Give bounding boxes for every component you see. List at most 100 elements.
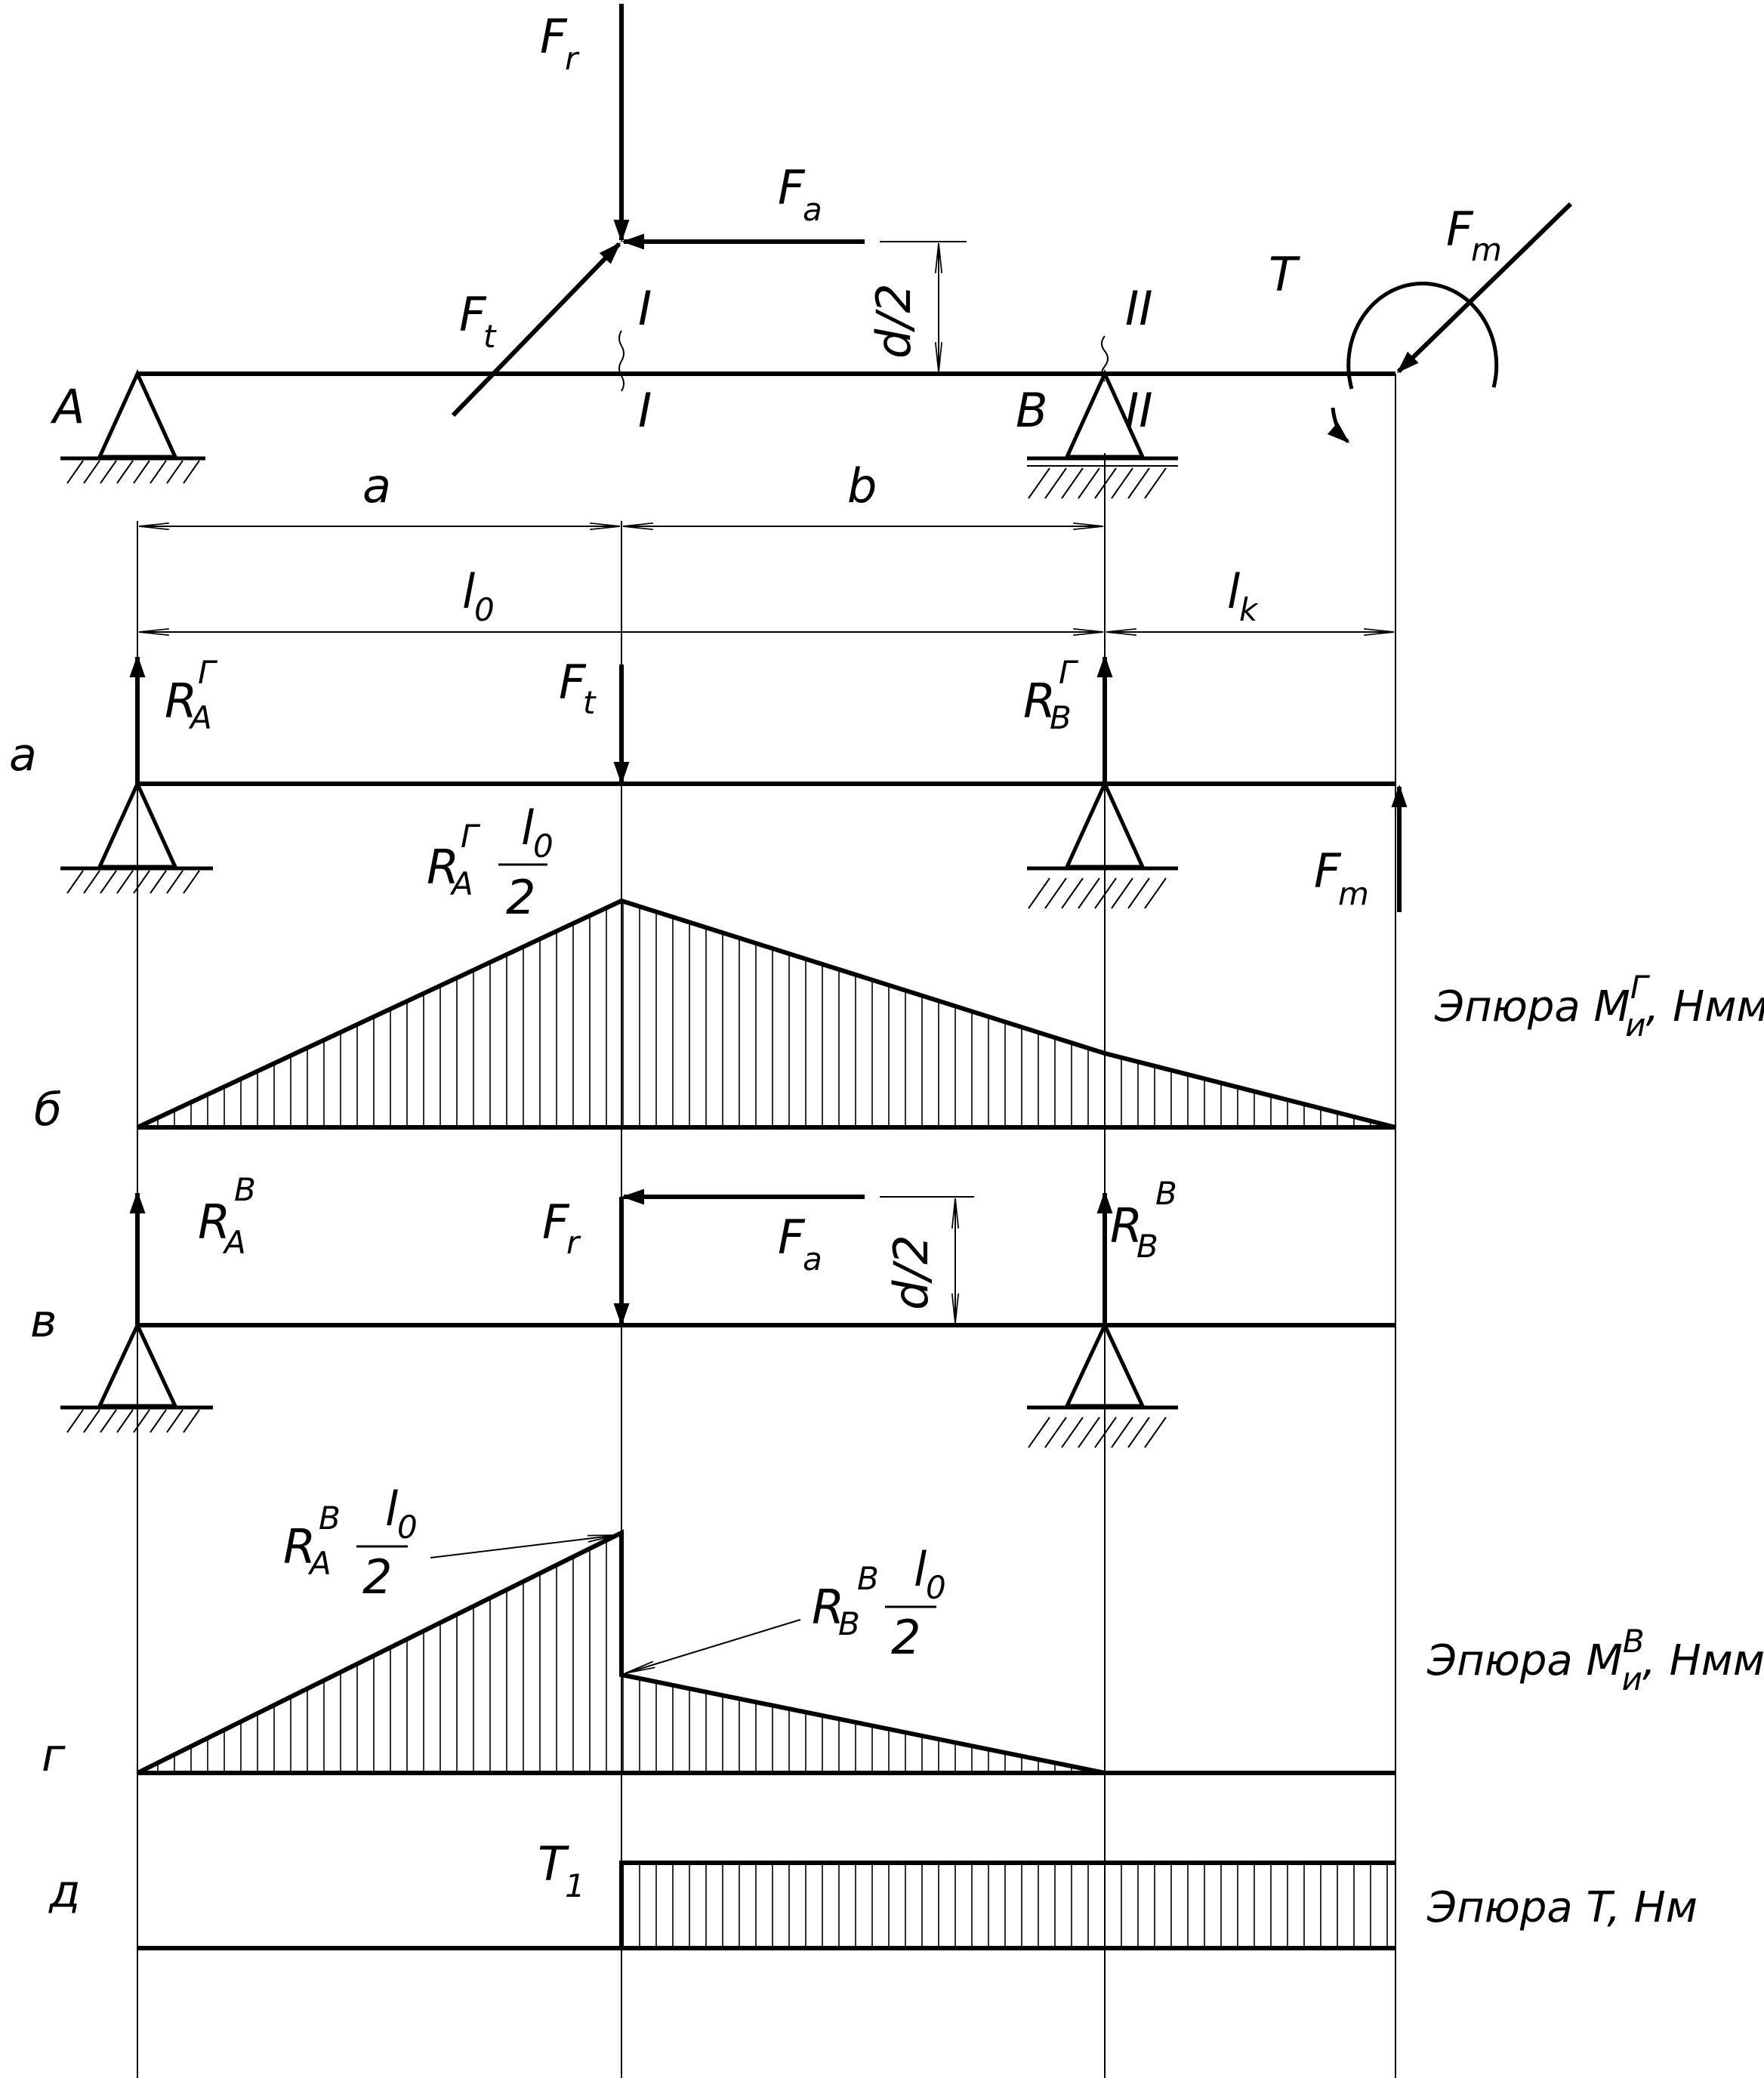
hatch-stroke — [66, 1409, 84, 1433]
label-t1-sub: 1 — [565, 1867, 585, 1904]
note-gb-num: l — [914, 1542, 927, 1597]
label-fm-sub: m — [1471, 231, 1502, 268]
hatch-stroke — [1144, 467, 1167, 499]
note-a-r-sup: Г — [461, 818, 481, 855]
note-gb-sub: B — [838, 1605, 860, 1642]
label-rb-v: R — [1110, 1198, 1143, 1253]
hatch-stroke — [150, 1409, 167, 1433]
panel-v — [60, 1189, 1395, 1410]
caption-d: Эпюра T, Нм — [1426, 1883, 1698, 1932]
support-b-icon — [1027, 368, 1178, 467]
support-b3-hatch — [1028, 1417, 1167, 1448]
hatch-stroke — [1111, 467, 1133, 499]
support-a2-hatch — [66, 870, 200, 894]
note-gb-num-sub: 0 — [926, 1569, 946, 1606]
label-rb-v-sup: В — [1155, 1175, 1177, 1212]
hatch-stroke — [83, 870, 100, 894]
panel-g-moment-diagram — [136, 1529, 1395, 1775]
hatch-stroke — [133, 460, 150, 484]
hatch-stroke — [166, 1409, 183, 1433]
hatch-stroke — [183, 870, 200, 894]
label-rb-h-sup: Г — [1059, 654, 1079, 691]
force-ft-arrow — [451, 242, 621, 418]
label-ra-h-sub: A — [188, 699, 212, 736]
label-dim-lk: l — [1227, 564, 1240, 619]
hatch-stroke — [166, 870, 183, 894]
shaft-scheme — [60, 4, 1573, 499]
label-rb-h-sub: B — [1050, 699, 1072, 736]
panel-tag-g: г — [42, 1729, 66, 1782]
note-a-den: 2 — [506, 870, 535, 925]
support-b-hatch — [1028, 467, 1167, 499]
hatch-stroke — [1061, 1417, 1084, 1448]
hatch-stroke — [1028, 1417, 1050, 1448]
label-ra-v-sub: A — [222, 1224, 246, 1261]
hatch-stroke — [1078, 1417, 1100, 1448]
hatch-stroke — [1094, 877, 1117, 909]
hatch-stroke — [133, 870, 150, 894]
note-a-r-sub: A — [449, 865, 473, 902]
hatch-stroke — [1094, 1417, 1117, 1448]
leader-a — [430, 1535, 618, 1558]
note-a-r: R — [427, 840, 459, 895]
note-ga-sup: В — [319, 1500, 341, 1537]
panel-tag-d: д — [48, 1865, 80, 1918]
label-fm-a-sub: m — [1338, 875, 1369, 912]
hatch-stroke — [1044, 877, 1067, 909]
hatch-stroke — [100, 460, 117, 484]
label-t1: T — [538, 1836, 569, 1891]
note-gb-r: R — [812, 1580, 844, 1635]
hatch-stroke — [1044, 467, 1067, 499]
label-torque-t: T — [1269, 247, 1300, 302]
note-ga-r: R — [283, 1519, 316, 1574]
label-ra-v: R — [198, 1195, 230, 1250]
note-a-num: l — [521, 800, 534, 856]
label-section-i-top: I — [638, 281, 652, 336]
label-fr-sub: r — [565, 40, 580, 77]
label-dim-a: a — [362, 458, 391, 513]
panel-b-moment-diagram — [136, 898, 1396, 1130]
label-fa: F — [778, 160, 806, 215]
hatch-stroke — [1094, 467, 1117, 499]
label-rb-h: R — [1023, 674, 1056, 729]
hatch-stroke — [1028, 877, 1050, 909]
note-ga-num-sub: 0 — [397, 1509, 418, 1546]
panel-tag-v: в — [30, 1295, 57, 1348]
note-ga-sub: A — [307, 1545, 332, 1582]
hatch-stroke — [1127, 1417, 1150, 1448]
hatch-stroke — [100, 870, 117, 894]
hatch-stroke — [1078, 877, 1100, 909]
hatch-stroke — [1028, 467, 1050, 499]
label-d2-v: d/2 — [884, 1235, 939, 1310]
hatch-stroke — [116, 1409, 134, 1433]
hatch-stroke — [1044, 1417, 1067, 1448]
label-fr-v: F — [542, 1195, 570, 1250]
support-a-hatch — [66, 460, 200, 484]
panel-d-torque-diagram — [137, 1861, 1395, 1950]
hatch-stroke — [150, 870, 167, 894]
support-a3-hatch — [66, 1409, 200, 1433]
hatch-stroke — [1127, 877, 1150, 909]
label-ft-a-sub: t — [583, 684, 597, 721]
note-ga-den: 2 — [362, 1549, 392, 1605]
support-b2-hatch — [1028, 877, 1167, 909]
label-fa-v-sub: a — [803, 1241, 822, 1278]
leader-b — [625, 1619, 801, 1673]
label-fr: F — [540, 9, 568, 64]
label-dim-l0: l — [462, 564, 475, 619]
hatch-stroke — [1111, 1417, 1133, 1448]
label-ra-v-sup: В — [234, 1171, 256, 1208]
hatch-stroke — [66, 460, 84, 484]
support-a-icon — [60, 368, 205, 461]
label-dim-l0-sub: 0 — [474, 591, 495, 628]
hatch-stroke — [1127, 467, 1150, 499]
hatch-stroke — [183, 460, 200, 484]
note-gb-den: 2 — [891, 1610, 921, 1665]
hatch-stroke — [133, 1409, 150, 1433]
label-ft-a: F — [559, 655, 587, 710]
dimensions-top — [139, 526, 1394, 632]
hatch-stroke — [83, 1409, 100, 1433]
panel-tag-a: a — [9, 729, 37, 782]
